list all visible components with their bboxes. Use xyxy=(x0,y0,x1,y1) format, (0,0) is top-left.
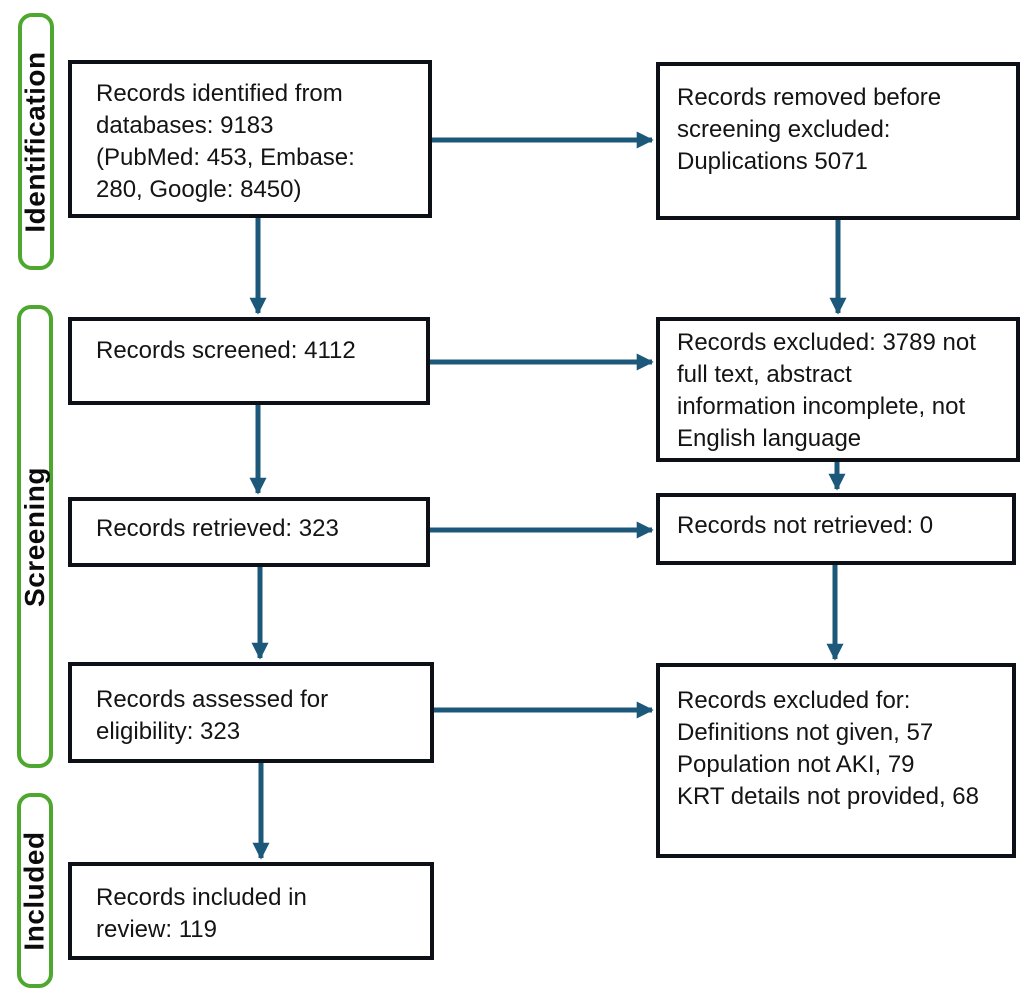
box-text-line: Definitions not given, 57 xyxy=(677,719,934,746)
box-records-assessed: Records assessed for eligibility: 323 xyxy=(68,662,434,763)
stage-label-identification: Identification xyxy=(18,13,54,270)
box-text-line: English language xyxy=(677,425,862,452)
box-text-line: Records identified from xyxy=(96,80,343,107)
box-text-line: information incomplete, not xyxy=(677,393,966,420)
box-text-line: Records assessed for xyxy=(96,686,329,713)
box-text-line: Records screened: 4112 xyxy=(96,337,356,364)
box-text-line: KRT details not provided, 68 xyxy=(677,783,979,810)
stage-label-text: Screening xyxy=(19,466,51,607)
box-records-retrieved: Records retrieved: 323 xyxy=(68,497,430,567)
box-text-line: Records excluded for: xyxy=(677,687,911,714)
box-records-screened: Records screened: 4112 xyxy=(68,317,430,405)
box-text-line: review: 119 xyxy=(96,916,217,943)
stage-label-included: Included xyxy=(17,793,53,988)
box-text-line: Duplications 5071 xyxy=(677,148,868,175)
box-text-line: Records removed before xyxy=(677,84,942,111)
box-text-line: databases: 9183 xyxy=(96,112,274,139)
box-text-line: 280, Google: 8450) xyxy=(96,176,302,203)
box-text-line: screening excluded: xyxy=(677,116,891,143)
box-records-not-retrieved: Records not retrieved: 0 xyxy=(656,493,1016,565)
box-records-excluded-eligibility: Records excluded for: Definitions not gi… xyxy=(656,663,1016,858)
box-records-identified: Records identified from databases: 9183 … xyxy=(68,60,432,218)
box-text-line: Records included in xyxy=(96,884,307,911)
box-records-included: Records included in review: 119 xyxy=(68,862,434,960)
stage-label-screening: Screening xyxy=(17,305,53,768)
box-text-line: Records excluded: 3789 not xyxy=(677,329,976,356)
box-text-line: (PubMed: 453, Embase: xyxy=(96,144,355,171)
box-text-line: Records not retrieved: 0 xyxy=(677,512,934,539)
box-text-line: full text, abstract xyxy=(677,361,852,388)
box-text-line: Population not AKI, 79 xyxy=(677,751,915,778)
box-records-removed: Records removed before screening exclude… xyxy=(656,62,1020,220)
box-records-excluded-screening: Records excluded: 3789 not full text, ab… xyxy=(656,317,1020,462)
stage-label-text: Identification xyxy=(20,50,52,233)
box-text-line: Records retrieved: 323 xyxy=(96,515,339,542)
box-text-line: eligibility: 323 xyxy=(96,718,241,745)
stage-label-text: Included xyxy=(19,830,50,951)
